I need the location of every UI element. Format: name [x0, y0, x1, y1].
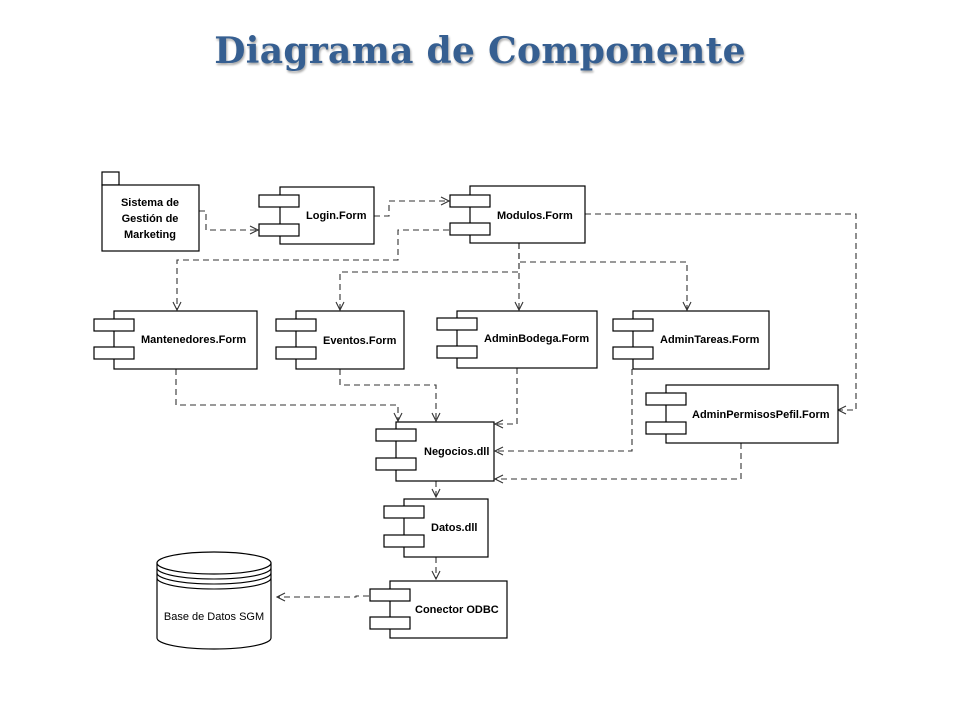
component-label: AdminPermisosPefil.Form	[692, 409, 830, 421]
dep-mantenedores-negocios	[175, 369, 398, 421]
component-label: Negocios.dll	[424, 446, 489, 458]
component-label: Conector ODBC	[415, 604, 499, 616]
component-label: Login.Form	[306, 210, 367, 222]
dep-conector-database	[277, 596, 369, 597]
component-label: AdminTareas.Form	[660, 334, 760, 346]
dep-modulos-eventos	[340, 243, 520, 310]
dep-adminpermisos-negocios	[495, 443, 742, 479]
component-label: Datos.dll	[431, 522, 477, 534]
component-label: AdminBodega.Form	[484, 333, 589, 345]
dep-admintareas-negocios	[495, 369, 633, 451]
dep-sistema-login	[199, 210, 258, 230]
component-admintareas-form[interactable]: AdminTareas.Form	[612, 310, 770, 370]
package-sistema-gestion-marketing[interactable]: Sistema de Gestión de Marketing	[101, 171, 200, 252]
database-cylinder[interactable]: Base de Datos SGM	[156, 551, 272, 650]
component-datos-dll[interactable]: Datos.dll	[383, 498, 489, 558]
database-label: Base de Datos SGM	[164, 611, 264, 623]
page-title: Diagrama de Componente	[214, 30, 746, 72]
dependency-lines	[175, 201, 857, 597]
dep-eventos-negocios	[339, 369, 436, 421]
component-label: Eventos.Form	[323, 335, 397, 347]
component-conector-odbc[interactable]: Conector ODBC	[369, 580, 508, 639]
component-mantenedores-form[interactable]: Mantenedores.Form	[93, 310, 258, 370]
component-modulos-form[interactable]: Modulos.Form	[449, 185, 586, 244]
component-label: Modulos.Form	[497, 210, 573, 222]
component-adminpermisos-form[interactable]: AdminPermisosPefil.Form	[645, 384, 839, 444]
package-label-line-1: Sistema de	[121, 197, 179, 209]
package-label-line-2: Gestión de	[122, 213, 179, 225]
component-negocios-dll[interactable]: Negocios.dll	[375, 421, 495, 482]
dep-modulos-adminpermisos	[585, 213, 857, 410]
dep-modulos-admintareas	[518, 243, 687, 310]
component-eventos-form[interactable]: Eventos.Form	[275, 310, 405, 370]
component-adminbodega-form[interactable]: AdminBodega.Form	[436, 310, 598, 369]
component-login-form[interactable]: Login.Form	[258, 186, 375, 245]
dep-adminbodega-negocios	[495, 368, 518, 424]
dep-login-modulos	[374, 201, 449, 217]
package-label-line-3: Marketing	[124, 229, 176, 241]
dep-modulos-mantenedores	[177, 229, 449, 310]
component-label: Mantenedores.Form	[141, 334, 246, 346]
